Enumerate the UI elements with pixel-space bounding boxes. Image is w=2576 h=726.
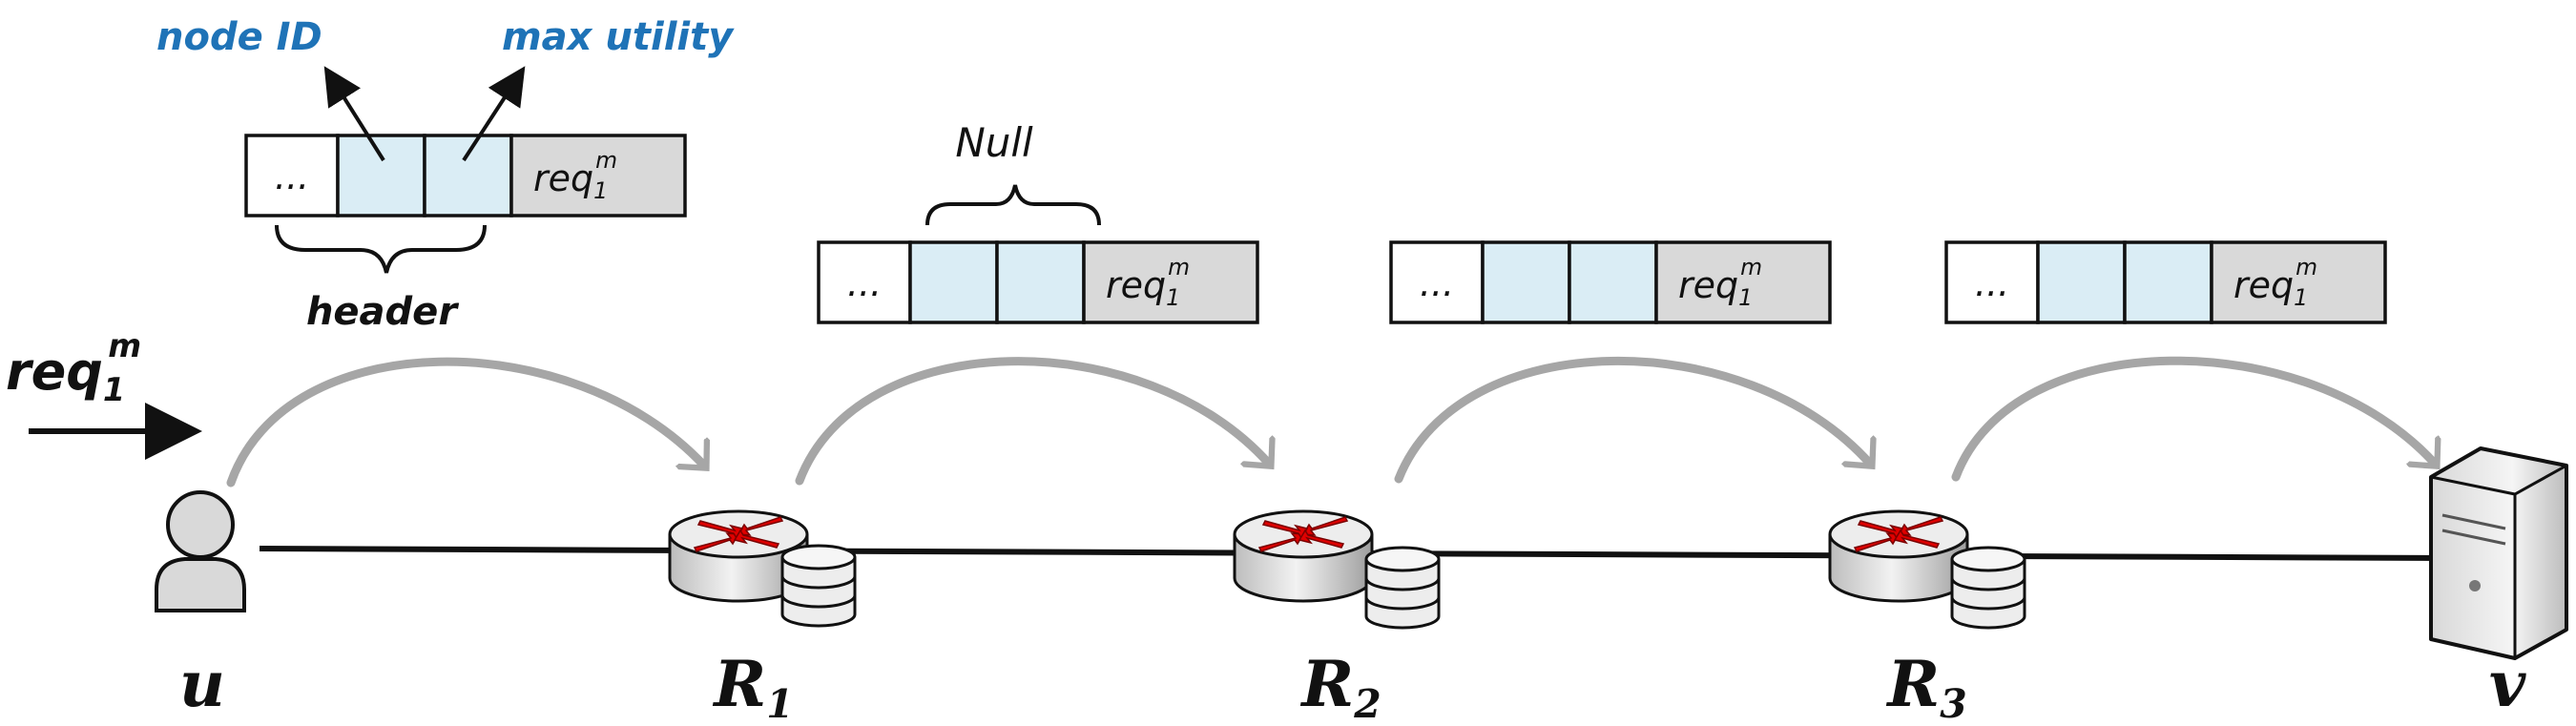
max-utility-pointer-arrow — [462, 66, 526, 162]
packet-at-r3: ... req1m — [1944, 240, 2387, 324]
incoming-request-label: req1m — [6, 327, 141, 408]
packet-at-r2: ... req1m — [1389, 240, 1832, 324]
node-label-u: u — [179, 647, 225, 721]
packet-ellipsis: ... — [275, 156, 309, 197]
packet-req-label: req1m — [2233, 254, 2317, 311]
node-id-label: node ID — [156, 15, 322, 59]
packet-at-user: ... req1m — [244, 134, 687, 218]
hop-arrow-r1-r2 — [795, 357, 1269, 486]
router-icon — [1233, 509, 1374, 603]
max-utility-label: max utility — [502, 15, 735, 59]
packet-at-r1: ... req1m — [817, 240, 1259, 324]
node-label-r2: R2 — [1299, 647, 1381, 726]
null-label: Null — [955, 119, 1033, 166]
node-id-pointer-arrow — [323, 66, 385, 162]
router-icon — [668, 509, 809, 603]
header-brace — [275, 224, 487, 274]
router-icon — [1828, 509, 1969, 603]
hop-arrow-r3-v — [1951, 356, 2435, 482]
packet-ellipsis: ... — [1420, 262, 1454, 304]
cache-database-icon — [1950, 546, 2026, 630]
packet-req-label: req1m — [1678, 254, 1762, 311]
server-icon — [2429, 446, 2568, 660]
hop-arrow-r2-r3 — [1394, 357, 1870, 484]
packet-ellipsis: ... — [1975, 262, 2009, 304]
hop-arrow-u-r1 — [226, 357, 704, 487]
header-label: header — [306, 290, 459, 334]
packet-req-label: req1m — [1106, 254, 1190, 311]
node-label-v: v — [2489, 647, 2526, 721]
packet-ellipsis: ... — [847, 262, 882, 304]
node-label-r3: R3 — [1885, 647, 1966, 726]
cache-database-icon — [1364, 546, 1441, 630]
packet-req-label: req1m — [533, 147, 617, 204]
node-label-r1: R1 — [712, 647, 793, 726]
cache-database-icon — [780, 544, 857, 628]
null-brace — [925, 184, 1101, 226]
user-icon — [155, 490, 246, 612]
